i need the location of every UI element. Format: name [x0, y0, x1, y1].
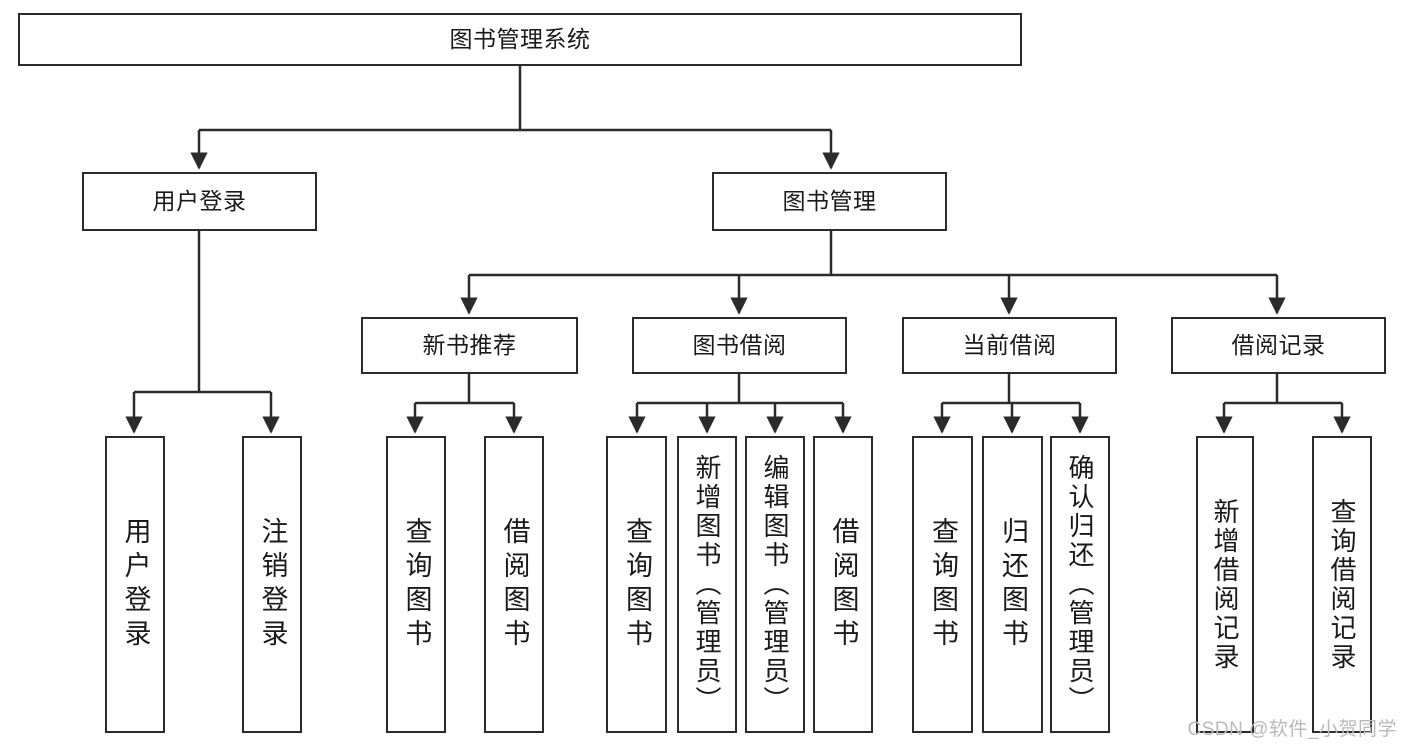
leaf-user-login[interactable]: 用户登录	[105, 436, 165, 733]
node-label: 当前借阅	[962, 331, 1057, 358]
leaf-query-books-current[interactable]: 查询图书	[912, 436, 973, 733]
node-label: 查询借阅记录	[1327, 497, 1357, 672]
node-borrowing-records[interactable]: 借阅记录	[1171, 317, 1386, 374]
node-label: 新增图书（管理员）	[692, 454, 722, 715]
leaf-borrow-books-recommendation[interactable]: 借阅图书	[484, 436, 544, 733]
leaf-edit-book-admin[interactable]: 编辑图书（管理员）	[745, 436, 805, 733]
node-label: 借阅记录	[1231, 331, 1326, 358]
node-label: 确认归还（管理员）	[1065, 454, 1095, 715]
node-label: 用户登录	[120, 516, 151, 653]
node-label: 归还图书	[998, 516, 1028, 653]
node-label: 图书管理	[782, 187, 877, 214]
node-label: 借阅图书	[828, 516, 859, 653]
leaf-add-book-admin[interactable]: 新增图书（管理员）	[677, 436, 737, 733]
node-label: 新增借阅记录	[1210, 497, 1240, 672]
leaf-confirm-return-admin[interactable]: 确认归还（管理员）	[1050, 436, 1110, 733]
node-label: 用户登录	[152, 187, 247, 214]
node-label: 查询图书	[622, 516, 652, 653]
node-label: 注销登录	[257, 516, 288, 653]
leaf-borrow-books-borrowing[interactable]: 借阅图书	[813, 436, 873, 733]
node-user-login[interactable]: 用户登录	[82, 172, 317, 231]
node-book-management[interactable]: 图书管理	[712, 172, 947, 231]
leaf-query-books-borrowing[interactable]: 查询图书	[606, 436, 667, 733]
node-label: 编辑图书（管理员）	[760, 454, 790, 715]
node-label: 查询图书	[928, 516, 958, 653]
node-label: 图书借阅	[692, 331, 787, 358]
leaf-logout[interactable]: 注销登录	[242, 436, 302, 733]
node-label: 图书管理系统	[449, 25, 591, 52]
leaf-add-borrowing-record[interactable]: 新增借阅记录	[1196, 436, 1254, 733]
node-new-book-recommendation[interactable]: 新书推荐	[361, 317, 578, 374]
node-label: 借阅图书	[499, 516, 530, 653]
node-label: 新书推荐	[422, 331, 517, 358]
leaf-query-books-recommendation[interactable]: 查询图书	[386, 436, 446, 733]
csdn-watermark: CSDN @软件_小贺同学	[1187, 719, 1397, 740]
node-current-borrowing[interactable]: 当前借阅	[902, 317, 1117, 374]
node-book-borrowing[interactable]: 图书借阅	[632, 317, 847, 374]
node-root-library-management-system[interactable]: 图书管理系统	[18, 13, 1022, 66]
leaf-query-borrowing-record[interactable]: 查询借阅记录	[1312, 436, 1372, 733]
node-label: 查询图书	[401, 516, 432, 653]
leaf-return-books[interactable]: 归还图书	[982, 436, 1043, 733]
